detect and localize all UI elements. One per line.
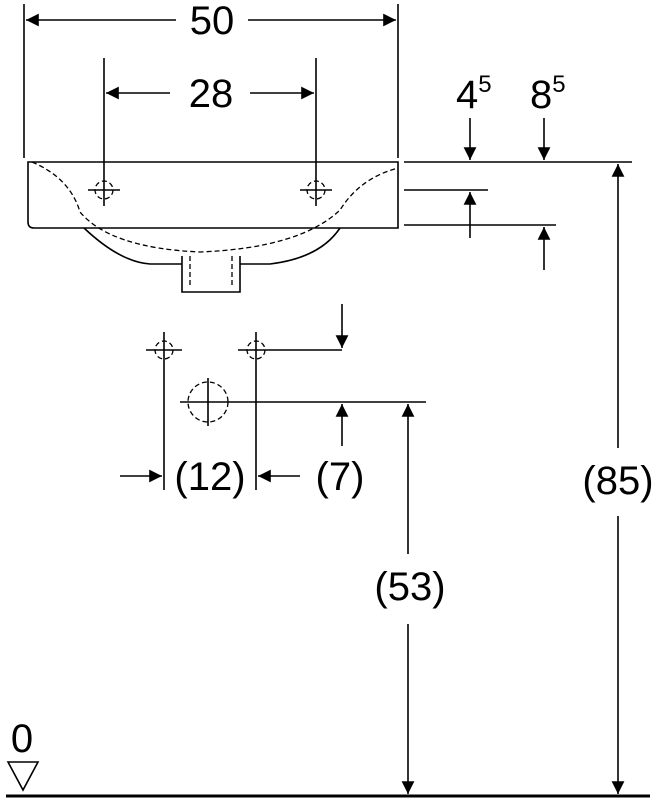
rim-dim-a-label: 45 (456, 71, 492, 117)
dimension-tap-spacing: 28 (106, 72, 314, 116)
dimension-waste-height: (53) (374, 404, 446, 794)
tap-hole-left (88, 58, 120, 206)
floor-level: 0 (6, 717, 650, 798)
waste-height-label: (53) (374, 565, 445, 609)
washbasin-outline (27, 161, 399, 293)
supply-point-left (146, 332, 182, 490)
supply-spacing-label: (12) (174, 455, 245, 499)
rim-height-label: (85) (582, 459, 653, 503)
dimension-supply-horizontal: (12) (7) (120, 455, 364, 499)
dimension-rim: 45 85 (404, 71, 632, 270)
dimension-overall-width: 50 (23, 0, 399, 158)
tap-hole-right (300, 58, 332, 206)
supply-point-right (238, 332, 342, 490)
overall-width-label: 50 (190, 0, 235, 43)
floor-level-label: 0 (11, 717, 33, 761)
dimension-rim-height: (85) (582, 164, 654, 794)
rim-dim-b-label: 85 (530, 71, 566, 117)
tap-spacing-label: 28 (189, 72, 234, 116)
waste-point (180, 378, 426, 426)
waste-offset-label: (7) (316, 455, 365, 499)
